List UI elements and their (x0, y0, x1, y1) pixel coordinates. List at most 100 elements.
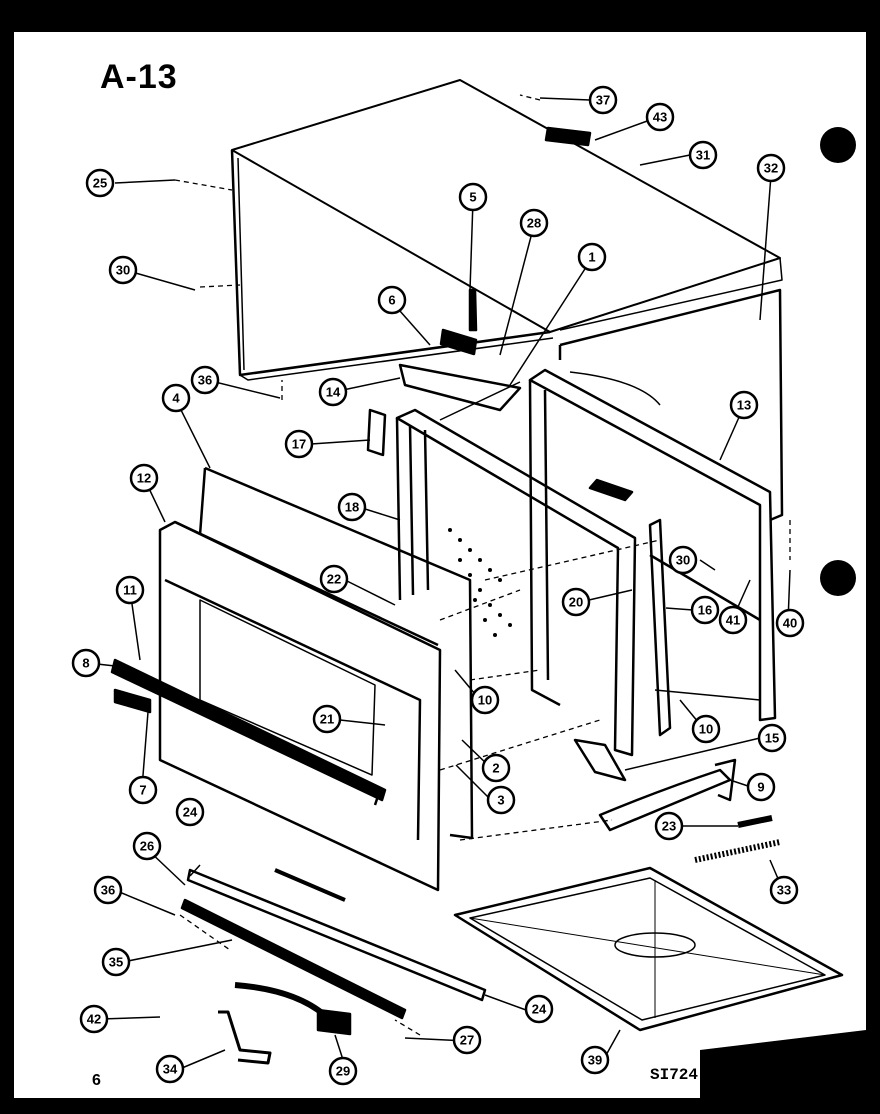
callout-label: 27 (460, 1033, 474, 1048)
callout-label: 20 (569, 595, 583, 610)
callout-34: 34 (155, 1054, 185, 1084)
callout-label: 23 (662, 819, 676, 834)
callout-label: 6 (388, 293, 395, 308)
trim-strip (588, 478, 634, 502)
callout-18-cavity: 18 (337, 492, 367, 522)
bottom-guide (573, 738, 627, 782)
inner-panel (198, 466, 474, 840)
callout-label: 17 (292, 437, 306, 452)
callout-label: 10 (699, 722, 713, 737)
vent-plate (544, 126, 592, 147)
callout-label: 15 (765, 731, 779, 746)
callout-24-upper: 24 (175, 797, 205, 827)
callout-37: 37 (588, 85, 618, 115)
callout-30-right: 30 (668, 545, 698, 575)
callout-10-lower: 10 (691, 714, 721, 744)
callout-1: 1 (577, 242, 607, 272)
callout-label: 24 (183, 805, 198, 820)
callout-12: 12 (129, 463, 159, 493)
callout-label: 1 (588, 250, 595, 265)
wiring-harness (234, 982, 352, 1036)
bottom-tray (453, 866, 844, 1032)
callout-9: 9 (746, 772, 776, 802)
stop-bracket (366, 408, 387, 457)
callout-35: 35 (101, 947, 131, 977)
connector (218, 1010, 272, 1065)
oven-cavity (395, 381, 637, 757)
callout-5: 5 (458, 182, 488, 212)
document-code: SI724 (650, 1066, 699, 1084)
back-panel (558, 288, 784, 522)
callout-2: 2 (481, 753, 511, 783)
callout-20: 20 (561, 587, 591, 617)
callout-label: 28 (527, 216, 541, 231)
callout-label: 30 (676, 553, 690, 568)
diagram-paper (14, 32, 866, 1098)
callout-label: 42 (87, 1012, 101, 1027)
callout-label: 18 (345, 500, 359, 515)
corner-smudge (700, 1030, 866, 1098)
callout-label: 33 (777, 883, 791, 898)
callout-6: 6 (377, 285, 407, 315)
callout-label: 24 (532, 1002, 547, 1017)
lower-seal-strip (180, 898, 407, 1020)
callout-label: 26 (140, 839, 154, 854)
door-frame (158, 520, 442, 892)
callout-label: 21 (320, 712, 334, 727)
callout-30-top: 30 (108, 255, 138, 285)
callout-label: 22 (327, 572, 341, 587)
page-number: 6 (92, 1072, 101, 1089)
latch-plate (439, 328, 478, 356)
callout-27: 27 (452, 1025, 482, 1055)
callout-24-lower: 24 (524, 994, 554, 1024)
callout-22: 22 (319, 564, 349, 594)
callout-3: 3 (486, 785, 516, 815)
callout-29: 29 (328, 1056, 358, 1086)
guide-plate (398, 363, 522, 412)
callout-14: 14 (318, 377, 348, 407)
callout-33: 33 (769, 875, 799, 905)
door-seal-strip (110, 658, 387, 802)
callout-32: 32 (756, 153, 786, 183)
callout-label: 5 (469, 190, 476, 205)
callout-39: 39 (580, 1045, 610, 1075)
callout-label: 16 (698, 603, 712, 618)
callout-label: 9 (757, 780, 764, 795)
callout-label: 3 (497, 793, 504, 808)
callout-label: 36 (198, 373, 212, 388)
callout-10-upper: 10 (470, 685, 500, 715)
callout-label: 31 (696, 148, 710, 163)
callouts: 37 43 31 32 25 5 28 1 30 6 14 36 4 13 17… (71, 85, 805, 1086)
callout-13: 13 (729, 390, 759, 420)
door-spring (694, 839, 781, 863)
callout-28: 28 (519, 208, 549, 238)
callout-4: 4 (161, 383, 191, 413)
callout-label: 37 (596, 93, 610, 108)
callout-21: 21 (312, 704, 342, 734)
cavity-perforation (448, 528, 512, 637)
callout-15: 15 (757, 723, 787, 753)
bottom-rail (186, 868, 487, 1002)
page-title: A-13 (100, 58, 178, 96)
side-bracket (648, 518, 672, 737)
callout-label: 2 (492, 761, 499, 776)
hook (468, 288, 478, 332)
callout-label: 12 (137, 471, 151, 486)
callout-label: 8 (82, 656, 89, 671)
callout-40: 40 (775, 608, 805, 638)
callout-label: 36 (101, 883, 115, 898)
callout-23: 23 (654, 811, 684, 841)
callout-43: 43 (645, 102, 675, 132)
assembly-lines (174, 94, 791, 1036)
callout-label: 13 (737, 398, 751, 413)
callout-11: 11 (115, 575, 145, 605)
binder-hole-top (820, 127, 856, 163)
callout-26: 26 (132, 831, 162, 861)
callout-label: 39 (588, 1053, 602, 1068)
callout-36-lower: 36 (93, 875, 123, 905)
callout-42: 42 (79, 1004, 109, 1034)
callout-label: 40 (783, 616, 797, 631)
callout-label: 7 (139, 783, 146, 798)
callout-label: 4 (172, 391, 180, 406)
